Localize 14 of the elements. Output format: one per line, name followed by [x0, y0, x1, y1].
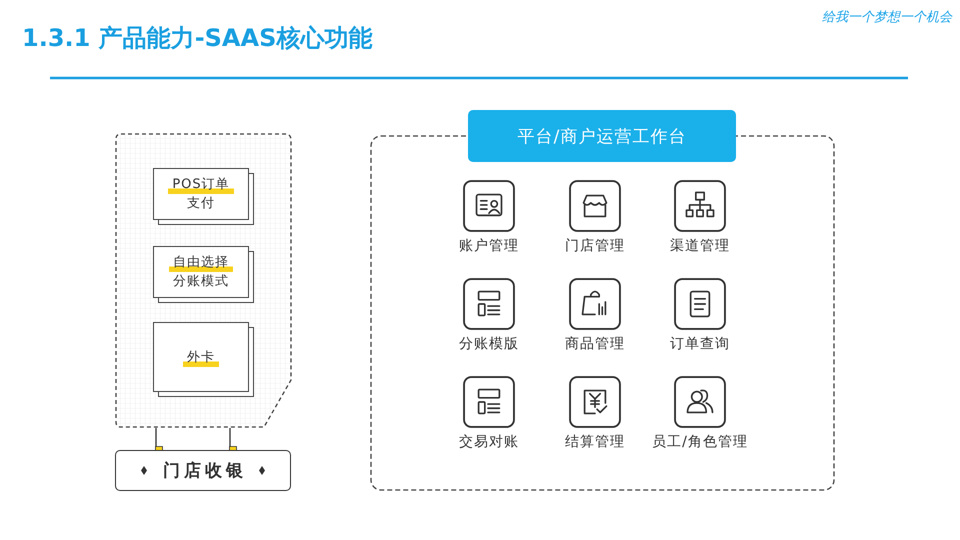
feature-label: 交易对账 [458, 433, 520, 451]
feature-label: 商品管理 [564, 335, 626, 353]
feature-label: 账户管理 [458, 237, 520, 255]
feature-label: 门店管理 [564, 237, 626, 255]
feature-label: 订单查询 [669, 335, 731, 353]
slogan-text: 给我一个梦想一个机会 [822, 9, 952, 26]
feature-label: 渠道管理 [669, 237, 731, 255]
feature-label: 分账模版 [458, 335, 520, 353]
box-label: 门店收银 [163, 460, 247, 482]
heading-tab: 平台/商户运营工作台 [468, 110, 736, 162]
feature-label: 结算管理 [564, 433, 626, 451]
slide-title: 1.3.1 产品能力-SAAS核心功能 [22, 23, 372, 54]
feature-label: 员工/角色管理 [651, 433, 749, 451]
terminal-box [115, 450, 291, 491]
